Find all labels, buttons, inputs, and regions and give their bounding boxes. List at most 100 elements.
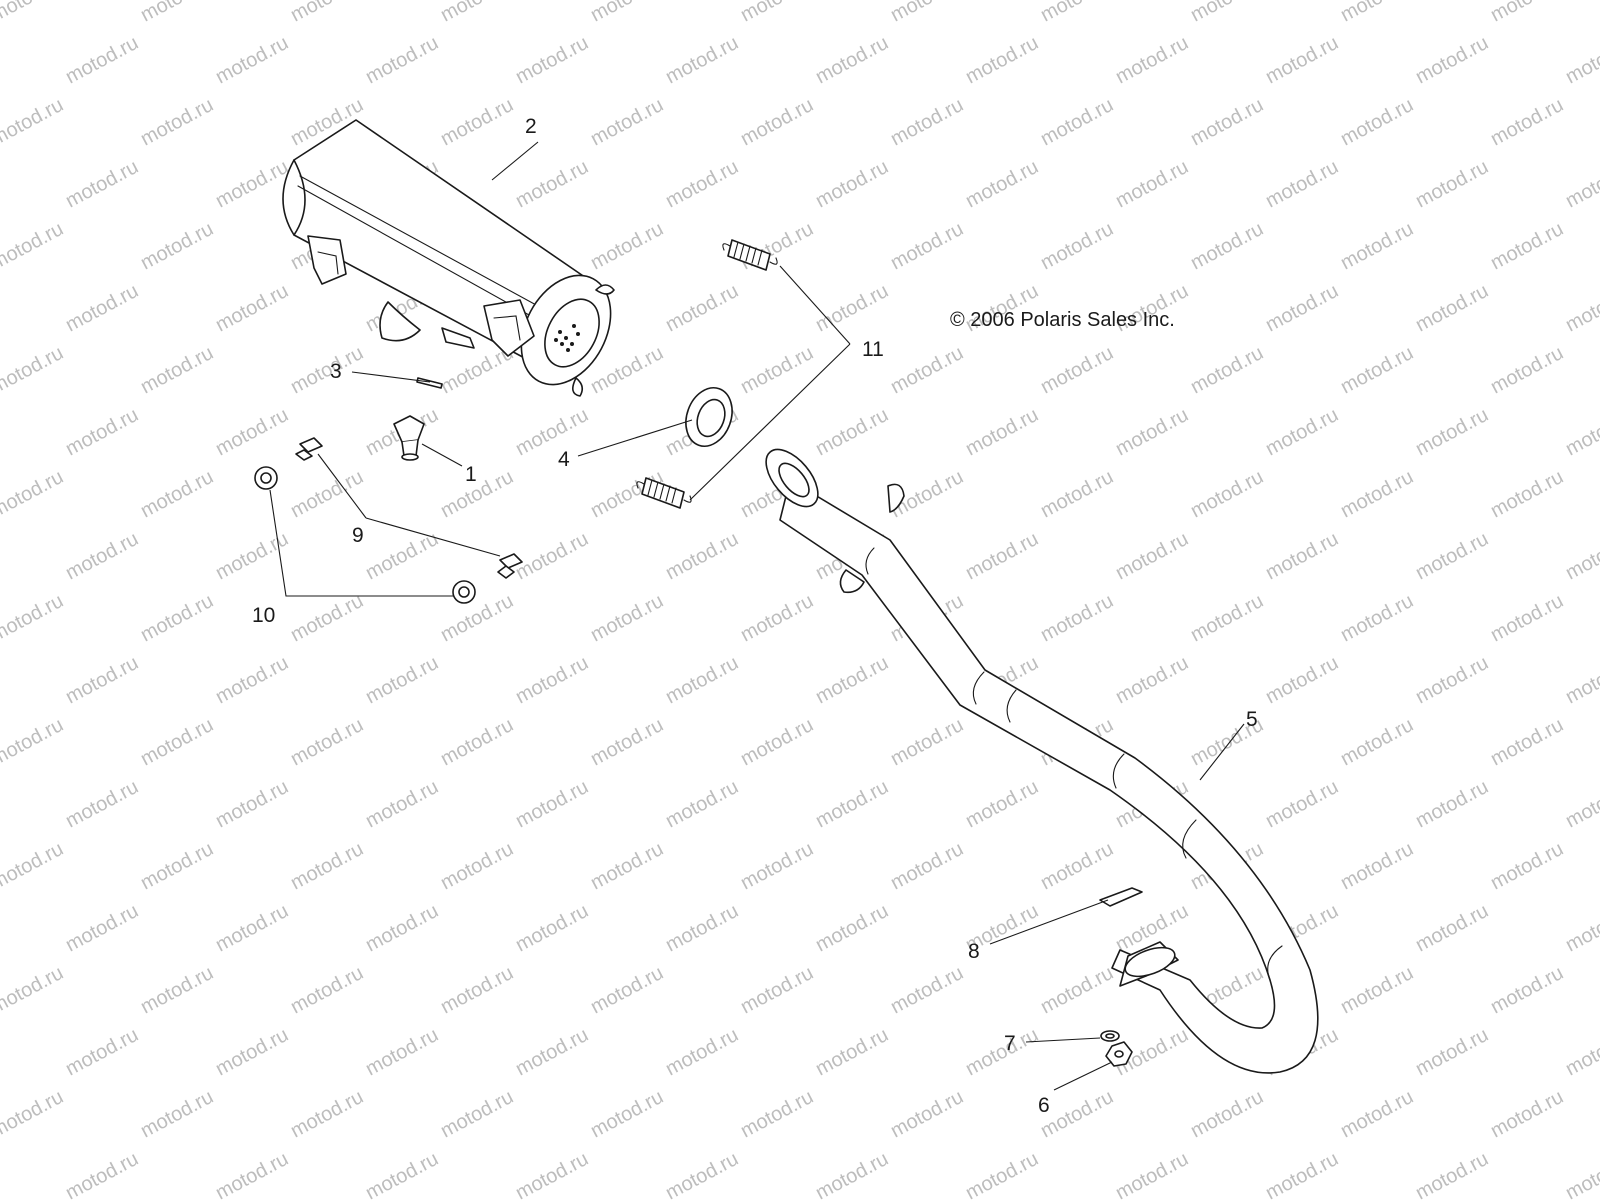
watermark-text: motod.ru xyxy=(0,342,67,398)
callout-4: 4 xyxy=(558,448,570,471)
watermark-text: motod.ru xyxy=(887,1086,967,1142)
watermark-text: motod.ru xyxy=(887,342,967,398)
watermark-text: motod.ru xyxy=(812,1024,892,1080)
watermark-text: motod.ru xyxy=(737,590,817,646)
watermark-text: motod.ru xyxy=(362,1024,442,1080)
watermark-text: motod.ru xyxy=(437,466,517,522)
watermark-text: motod.ru xyxy=(362,776,442,832)
watermark-text: motod.ru xyxy=(437,962,517,1018)
watermark-text: motod.ru xyxy=(1412,1024,1492,1080)
callout-labels: 1 2 3 4 5 6 7 8 9 10 11 xyxy=(252,115,1258,1117)
watermark-text: motod.ru xyxy=(0,1086,67,1142)
watermark-text: motod.ru xyxy=(1412,776,1492,832)
watermark-text: motod.ru xyxy=(887,962,967,1018)
watermark-text: motod.ru xyxy=(1487,590,1567,646)
watermark-text: motod.ru xyxy=(1562,156,1600,212)
watermark-text: motod.ru xyxy=(137,0,217,26)
callout-9: 9 xyxy=(352,524,364,547)
watermark-text: motod.ru xyxy=(812,1148,892,1200)
watermark-text: motod.ru xyxy=(1262,652,1342,708)
watermark-text: motod.ru xyxy=(587,218,667,274)
watermark-text: motod.ru xyxy=(962,776,1042,832)
watermark-text: motod.ru xyxy=(137,590,217,646)
watermark-text: motod.ru xyxy=(212,652,292,708)
watermark-text: motod.ru xyxy=(1562,776,1600,832)
watermark-text: motod.ru xyxy=(62,776,142,832)
watermark-text: motod.ru xyxy=(662,32,742,88)
watermark-text: motod.ru xyxy=(662,280,742,336)
watermark-text: motod.ru xyxy=(737,838,817,894)
watermark-text: motod.ru xyxy=(1187,218,1267,274)
watermark-text: motod.ru xyxy=(1487,466,1567,522)
watermark-text: motod.ru xyxy=(1487,218,1567,274)
watermark-text: motod.ru xyxy=(812,32,892,88)
watermark-text: motod.ru xyxy=(1562,900,1600,956)
watermark-text: motod.ru xyxy=(1487,94,1567,150)
watermark-text: motod.ru xyxy=(1112,156,1192,212)
watermark-text: motod.ru xyxy=(62,1024,142,1080)
watermark-text: motod.ru xyxy=(1187,94,1267,150)
watermark-text: motod.ru xyxy=(62,528,142,584)
watermark-text: motod.ru xyxy=(512,1024,592,1080)
watermark-text: motod.ru xyxy=(1412,280,1492,336)
leader-4 xyxy=(577,419,693,457)
watermark-text: motod.ru xyxy=(137,962,217,1018)
watermark-text: motod.ru xyxy=(137,466,217,522)
watermark-text: motod.ru xyxy=(587,590,667,646)
watermark-text: motod.ru xyxy=(962,528,1042,584)
watermark-text: motod.ru xyxy=(737,1086,817,1142)
leader-9b xyxy=(365,517,501,557)
leader-10 xyxy=(269,489,454,597)
watermark-text: motod.ru xyxy=(1337,838,1417,894)
leader-9a xyxy=(317,453,367,519)
watermark-text: motod.ru xyxy=(1412,156,1492,212)
watermark-text: motod.ru xyxy=(137,94,217,150)
watermark-text: motod.ru xyxy=(1337,962,1417,1018)
gasket-ring-icon xyxy=(685,387,733,447)
watermark-text: motod.ru xyxy=(212,280,292,336)
watermark-text: motod.ru xyxy=(437,590,517,646)
watermark-text: motod.ru xyxy=(1037,838,1117,894)
watermark-text: motod.ru xyxy=(962,156,1042,212)
watermark-text: motod.ru xyxy=(1412,32,1492,88)
watermark-text: motod.ru xyxy=(1562,404,1600,460)
bolt-icon xyxy=(295,437,523,579)
watermark-text: motod.ru xyxy=(1037,590,1117,646)
watermark-text: motod.ru xyxy=(1412,528,1492,584)
watermark-text: motod.ru xyxy=(1262,1148,1342,1200)
watermark-text: motod.ru xyxy=(587,714,667,770)
watermark-text: motod.ru xyxy=(287,714,367,770)
copyright-notice: © 2006 Polaris Sales Inc. xyxy=(950,309,1175,331)
watermark-text: motod.ru xyxy=(212,1024,292,1080)
watermark-text: motod.ru xyxy=(962,32,1042,88)
watermark-text: motod.ru xyxy=(512,404,592,460)
watermark-text: motod.ru xyxy=(212,1148,292,1200)
watermark-text: motod.ru xyxy=(737,962,817,1018)
watermark-text: motod.ru xyxy=(1487,714,1567,770)
leader-8 xyxy=(989,899,1109,945)
watermark-text: motod.ru xyxy=(1187,342,1267,398)
watermark-text: motod.ru xyxy=(662,156,742,212)
watermark-text: motod.ru xyxy=(362,652,442,708)
watermark-text: motod.ru xyxy=(1337,590,1417,646)
callout-2: 2 xyxy=(525,115,537,138)
watermark-text: motod.ru xyxy=(887,94,967,150)
watermark-text: motod.ru xyxy=(887,218,967,274)
flange-nut-icon xyxy=(254,466,476,604)
watermark-text: motod.ru xyxy=(1412,900,1492,956)
watermark-text: motod.ru xyxy=(737,342,817,398)
watermark-text: motod.ru xyxy=(812,156,892,212)
watermark-text: motod.ru xyxy=(287,1086,367,1142)
watermark-text: motod.ru xyxy=(1262,156,1342,212)
gasket-icon xyxy=(1099,887,1143,907)
watermark-text: motod.ru xyxy=(587,838,667,894)
watermark-text: motod.ru xyxy=(62,280,142,336)
watermark-text: motod.ru xyxy=(1112,528,1192,584)
watermark-text: motod.ru xyxy=(1112,1148,1192,1200)
leader-7 xyxy=(1025,1037,1101,1043)
watermark-text: motod.ru xyxy=(587,1086,667,1142)
watermark-text: motod.ru xyxy=(1262,280,1342,336)
watermark-text: motod.ru xyxy=(1037,962,1117,1018)
watermark-text: motod.ru xyxy=(1037,218,1117,274)
watermark-text: motod.ru xyxy=(1337,342,1417,398)
